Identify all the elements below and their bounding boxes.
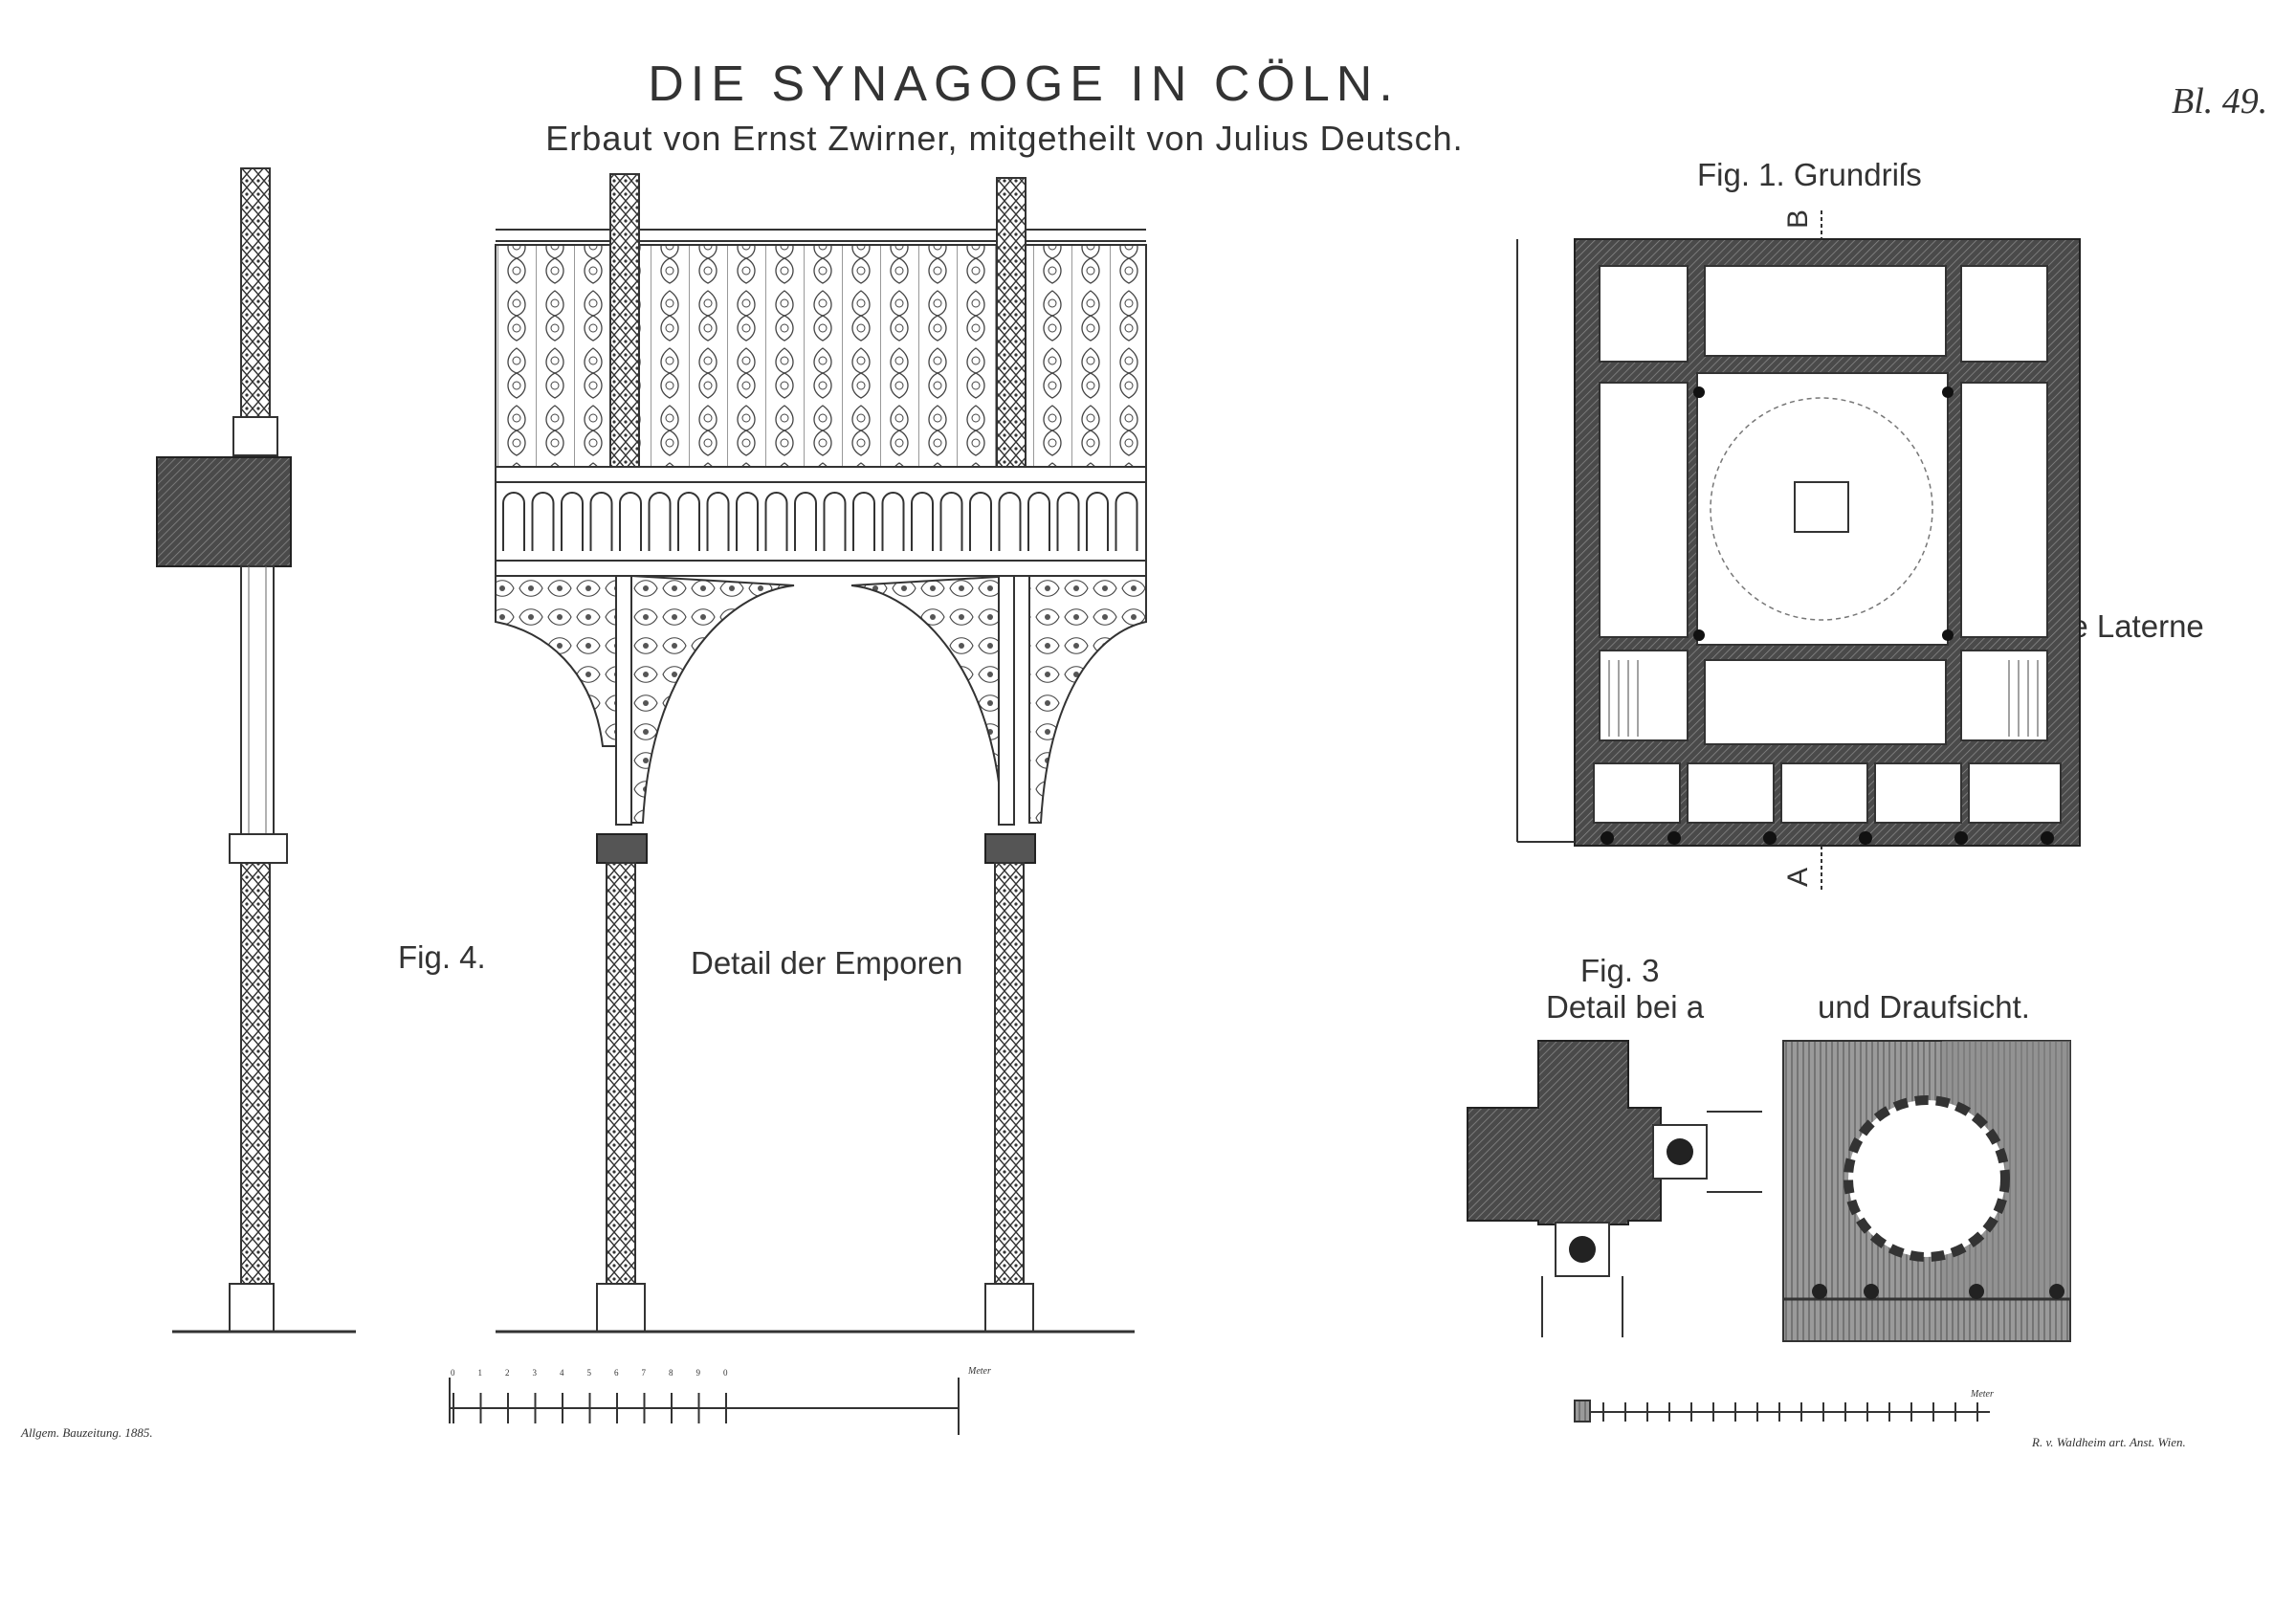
cornice-arch (911, 492, 934, 551)
scale-tick-label: 7 (642, 1368, 647, 1378)
cornice-arch (852, 492, 875, 551)
scale-tick-label: 8 (669, 1368, 673, 1378)
cornice-arch (589, 492, 613, 551)
cornice-arch (706, 492, 730, 551)
cornice-arch (969, 492, 992, 551)
fig3-label-line1: Fig. 3 (1580, 953, 1660, 988)
left-scale-bar: 0 1 2 3 4 5 6 7 8 9 0 (449, 1368, 960, 1435)
right-scale-bar (1574, 1400, 1990, 1423)
fig4-gallery-elevation (495, 173, 1147, 1334)
right-scale-unit: Meter (1971, 1389, 1994, 1400)
fig3-label-line2: Detail bei a (1546, 989, 1705, 1025)
fig4-label: Fig. 4. (398, 939, 486, 975)
fig4-side-section (156, 167, 356, 1334)
cornice-arch (1086, 492, 1109, 551)
cornice-arch (1115, 492, 1138, 551)
plate-subtitle: Erbaut von Ernst Zwirner, mitgetheilt vo… (545, 119, 1464, 158)
cornice-arch (823, 492, 847, 551)
cornice-arch (764, 492, 788, 551)
scale-tick-label: 5 (587, 1368, 592, 1378)
fig2-label-line2: und Draufsicht. (1818, 989, 2030, 1025)
scale-tick-label: 1 (478, 1368, 483, 1378)
fig1-floor-plan (1516, 210, 2081, 890)
cornice-arch (561, 492, 584, 551)
scale-tick-label: 0 (451, 1368, 455, 1378)
scale-tick-label: 0 (723, 1368, 728, 1378)
cornice-arch (881, 492, 905, 551)
printer-credit: R. v. Waldheim art. Anst. Wien. (2032, 1435, 2186, 1449)
fig3-detail (1467, 1040, 1762, 1337)
fig1-label: Fig. 1. Grundriſs (1697, 157, 1922, 192)
fig4-caption: Detail der Emporen (691, 945, 963, 981)
publication-credit: Allgem. Bauzeitung. 1885. (21, 1425, 153, 1440)
cornice-arch (531, 492, 555, 551)
cornice-arch (677, 492, 700, 551)
cornice-arch (619, 492, 642, 551)
cornice-arch (998, 492, 1022, 551)
cornice-arch (939, 492, 963, 551)
cornice-arch (736, 492, 759, 551)
cornice-arch (794, 492, 817, 551)
plate-title: DIE SYNAGOGE IN CÖLN. (648, 56, 1400, 112)
cornice-arch (1056, 492, 1080, 551)
plate-number: Bl. 49. (2172, 81, 2268, 121)
cornice-arch (1027, 492, 1050, 551)
left-scale-unit: Meter (968, 1366, 991, 1377)
cornice-arch (502, 492, 525, 551)
scale-tick-label: 9 (696, 1368, 701, 1378)
scale-tick-label: 6 (614, 1368, 619, 1378)
cornice-arch (648, 492, 672, 551)
scale-tick-label: 3 (533, 1368, 538, 1378)
fig2-lantern-section (1782, 1040, 2071, 1342)
scale-tick-label: 4 (560, 1368, 564, 1378)
scale-tick-label: 2 (505, 1368, 510, 1378)
